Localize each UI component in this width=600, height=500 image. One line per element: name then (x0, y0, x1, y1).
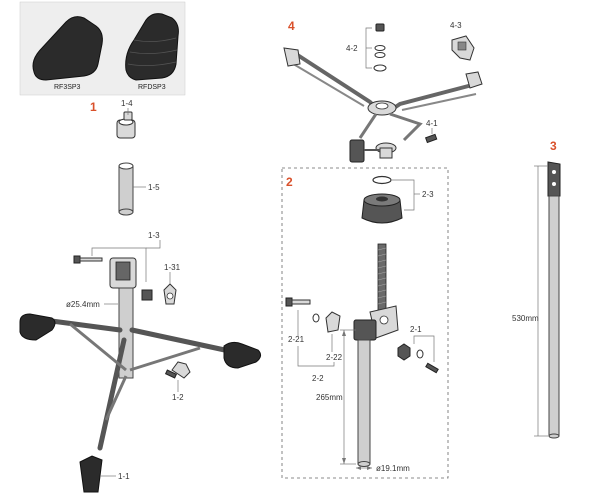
part-bolt-4-1 (424, 133, 438, 144)
photo-inset: RF3SP3 RFDSP3 (19, 1, 186, 96)
photo-label-right: RFDSP3 (138, 84, 166, 91)
part-square-washer (141, 289, 153, 301)
part-long-rod (547, 161, 561, 439)
rubber-foot-right-image (125, 13, 179, 81)
part-rubber-tip (79, 455, 103, 493)
part-snare-basket (283, 47, 483, 163)
group-number-3: 3 (550, 139, 557, 153)
part-washer-2-22 (312, 313, 320, 323)
part-clamp-ring (116, 111, 136, 139)
group-number-1: 1 (90, 100, 97, 114)
part-knob-2-3 (361, 175, 403, 224)
label-4-1: 4-1 (426, 119, 438, 128)
part-wing-bolt (164, 361, 191, 379)
group-number-2: 2 (286, 175, 293, 189)
label-1-5: 1-5 (148, 183, 160, 192)
part-wing-nut-2-22 (325, 311, 341, 333)
part-bolt-2-21 (285, 297, 311, 307)
part-screw-set-4-2 (373, 23, 387, 72)
part-bolt-set-2-1 (397, 343, 439, 374)
part-tripod-base (19, 257, 262, 451)
part-lower-rod (357, 339, 371, 467)
rubber-foot-left-image (32, 16, 103, 81)
part-threaded-rod (377, 243, 387, 315)
part-cap-4-3 (451, 35, 475, 61)
label-2-2: 2-2 (312, 374, 324, 383)
dimension-long-rod-length: 530mm (512, 314, 539, 323)
label-1-31: 1-31 (164, 263, 181, 272)
label-4-2: 4-2 (346, 44, 358, 53)
label-1-2: 1-2 (172, 393, 184, 402)
dimension-tube-diameter: ø25.4mm (66, 300, 100, 309)
label-2-1: 2-1 (410, 325, 422, 334)
photo-label-left: RF3SP3 (54, 84, 81, 91)
dimension-rod-length: 265mm (316, 393, 343, 402)
label-1-4: 1-4 (121, 99, 133, 108)
part-bolt-upper-left (73, 255, 103, 264)
group-number-4: 4 (288, 19, 295, 33)
label-2-22: 2-22 (326, 353, 343, 362)
label-1-3: 1-3 (148, 231, 160, 240)
label-1-1: 1-1 (118, 472, 130, 481)
part-wing-nut-31 (163, 283, 177, 305)
dimension-rod-diameter: ø19.1mm (376, 464, 410, 473)
label-2-3: 2-3 (422, 190, 434, 199)
label-4-3: 4-3 (450, 21, 462, 30)
group-2-box (281, 167, 449, 479)
label-2-21: 2-21 (288, 335, 305, 344)
part-sleeve (118, 162, 134, 216)
